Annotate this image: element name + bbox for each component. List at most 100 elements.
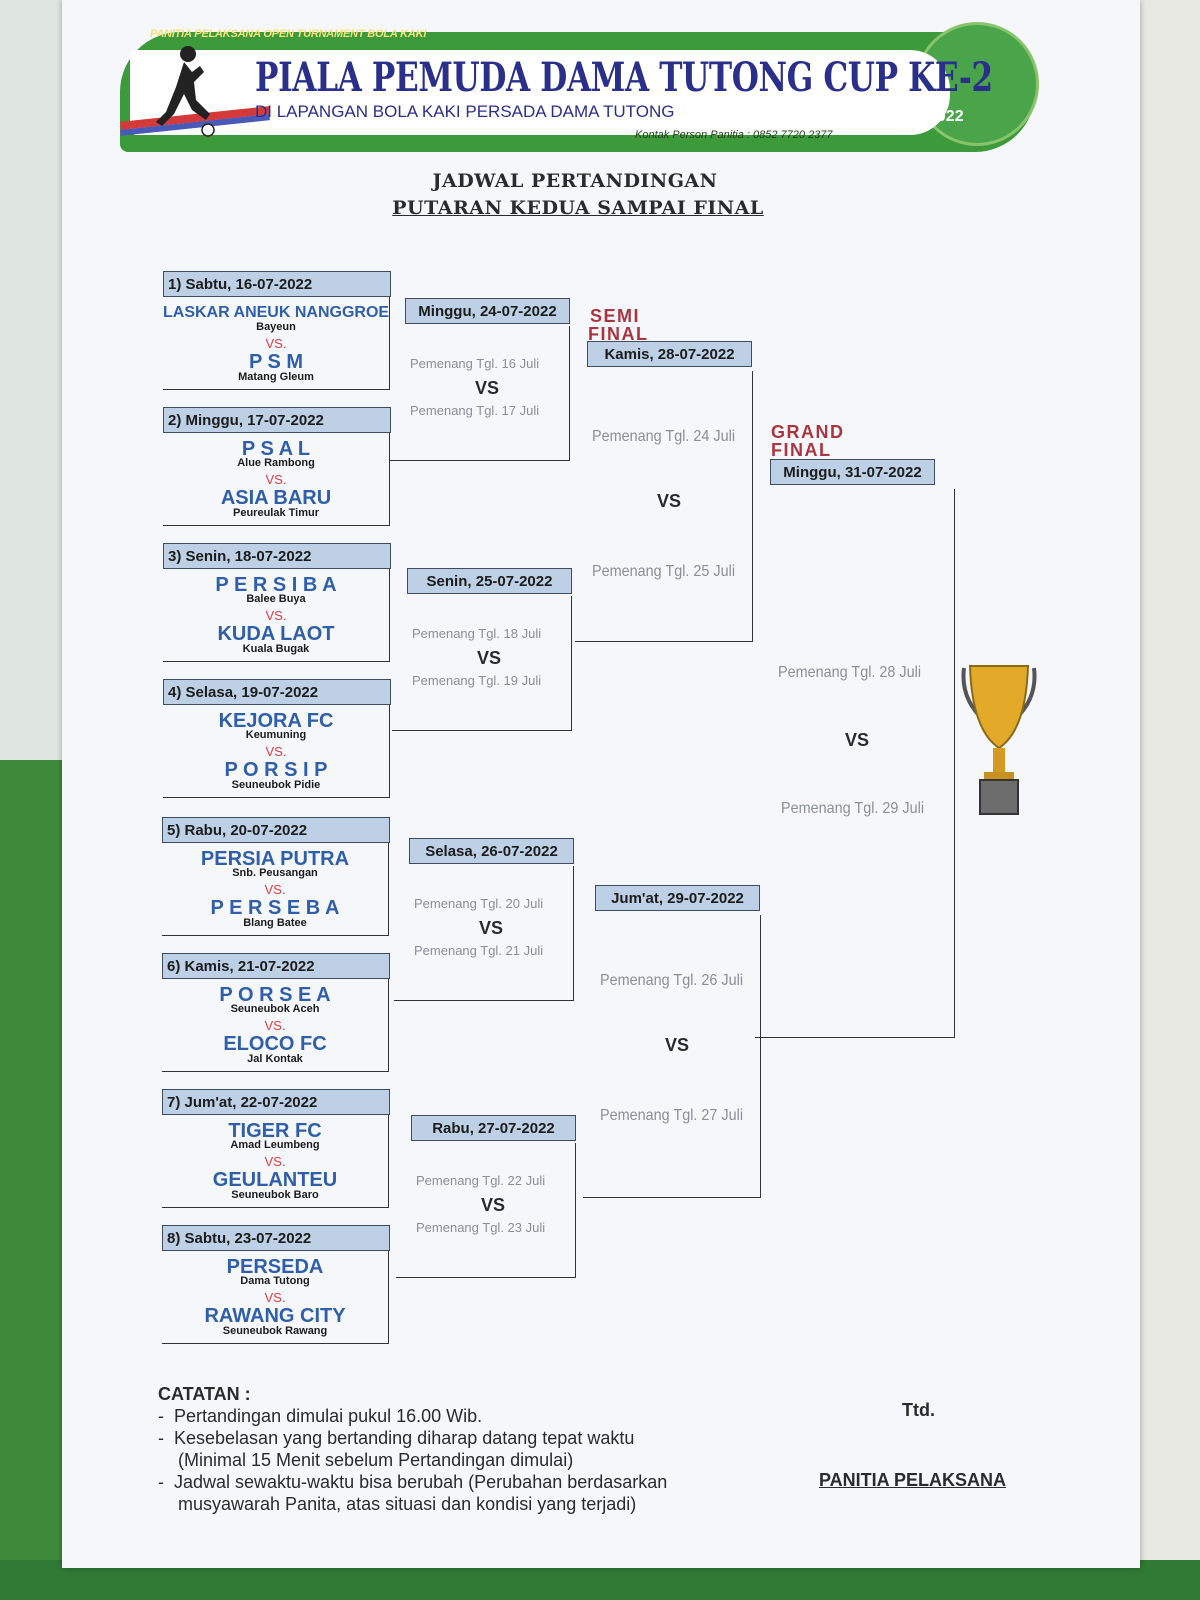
qf-winner-1: Pemenang Tgl. 16 Juli: [410, 356, 540, 371]
team-name: ELOCO FC: [223, 1033, 327, 1055]
vs-label: VS.: [264, 882, 286, 897]
notes-item: - Kesebelasan yang bertanding diharap da…: [158, 1428, 635, 1448]
final-winner-1: Pemenang Tgl. 28 Juli: [778, 664, 922, 681]
team-name: KEJORA FC: [218, 710, 334, 732]
qf-vs: VS: [475, 378, 500, 398]
qf-winner-1: Pemenang Tgl. 18 Juli: [412, 626, 542, 641]
final-date-header: Minggu, 31-07-2022: [770, 459, 935, 485]
vs-label: VS.: [265, 608, 287, 623]
sf-date-header: Jum'at, 29-07-2022: [595, 885, 760, 911]
match-box: [162, 979, 389, 1072]
trophy-icon: [961, 665, 1037, 815]
qf-date-header: Rabu, 27-07-2022: [411, 1115, 576, 1141]
qf-winner-2: Pemenang Tgl. 21 Juli: [414, 943, 544, 958]
banner-title: PIALA PEMUDA DAMA TUTONG CUP KE-2: [255, 54, 993, 101]
qf-bracket-box: [394, 866, 574, 1001]
qf-vs: VS: [477, 648, 502, 668]
team-name: TIGER FC: [228, 1120, 322, 1142]
banner-organizer: PANITIA PELAKSANA OPEN TURNAMENT BOLA KA…: [150, 28, 427, 40]
vs-label: VS.: [265, 744, 287, 759]
team-origin: Snb. Peusangan: [232, 867, 318, 879]
match-box: [162, 1115, 389, 1208]
qf-date-header: Selasa, 26-07-2022: [409, 838, 574, 864]
sf-winner-2: Pemenang Tgl. 25 Juli: [592, 563, 736, 580]
team-origin: Seuneubok Baro: [231, 1189, 319, 1201]
team-origin: Alue Rambong: [237, 457, 315, 469]
match-date-header: 5) Rabu, 20-07-2022: [162, 817, 390, 843]
vs-label: VS.: [265, 472, 287, 487]
qf-vs: VS: [481, 1195, 506, 1215]
sf-vs: VS: [657, 491, 682, 511]
match-box: [163, 569, 390, 662]
qf-winner-2: Pemenang Tgl. 19 Juli: [412, 673, 542, 688]
team-origin: Kuala Bugak: [242, 643, 310, 655]
banner: PANITIA PELAKSANA OPEN TURNAMENT BOLA KA…: [119, 22, 1039, 157]
team-origin: Peureulak Timur: [233, 507, 319, 519]
notes-item: - Jadwal sewaktu-waktu bisa berubah (Per…: [158, 1472, 668, 1492]
team-origin: Bayeun: [256, 321, 296, 333]
team-name: P O R S E A: [219, 984, 331, 1006]
signature-panitia: PANITIA PELAKSANA: [819, 1470, 1007, 1490]
team-name: PERSIA PUTRA: [200, 848, 350, 870]
notes-item: - Pertandingan dimulai pukul 16.00 Wib.: [158, 1406, 483, 1426]
team-origin: Matang Gleum: [238, 371, 314, 383]
team-name: P O R S I P: [224, 759, 328, 781]
heading-line-1: JADWAL PERTANDINGAN: [432, 170, 718, 192]
banner-year: 2022: [928, 108, 964, 125]
match-date-header: 8) Sabtu, 23-07-2022: [162, 1225, 390, 1251]
team-origin: Keumuning: [245, 729, 307, 741]
final-label: GRAND: [771, 422, 845, 442]
sf-winner-1: Pemenang Tgl. 26 Juli: [600, 972, 744, 989]
vs-label: VS.: [264, 1154, 286, 1169]
poster-paper: [62, 0, 1140, 1568]
semi-label: FINAL: [588, 324, 649, 344]
qf-winner-2: Pemenang Tgl. 23 Juli: [416, 1220, 546, 1235]
match-box: [163, 433, 390, 526]
team-name: LASKAR ANEUK NANGGROE: [163, 304, 390, 321]
sf-winner-2: Pemenang Tgl. 27 Juli: [600, 1107, 744, 1124]
semi-label: SEMI: [590, 306, 641, 326]
match-box: [163, 705, 390, 798]
qf-bracket-box: [392, 596, 572, 731]
match-date-header: 3) Senin, 18-07-2022: [163, 543, 391, 569]
match-date-header: 4) Selasa, 19-07-2022: [163, 679, 391, 705]
final-bracket-box: [755, 489, 955, 1038]
banner-contact: Kontak Person Panitia : 0852 7720 2377: [635, 129, 833, 141]
match-date-header: 2) Minggu, 17-07-2022: [163, 407, 391, 433]
qf-winner-1: Pemenang Tgl. 20 Juli: [414, 896, 544, 911]
team-name: PERSEDA: [226, 1256, 324, 1278]
team-name: P S A L: [241, 438, 311, 460]
football-player-icon: [156, 46, 215, 137]
notes-item: (Minimal 15 Menit sebelum Pertandingan d…: [158, 1450, 574, 1470]
sf-bracket-box: [583, 915, 761, 1198]
notes: CATATAN : - Pertandingan dimulai pukul 1…: [158, 1383, 667, 1515]
qf-winner-2: Pemenang Tgl. 17 Juli: [410, 403, 540, 418]
final-vs: VS: [845, 730, 870, 750]
qf-vs: VS: [479, 918, 504, 938]
qf-bracket-box: [396, 1143, 576, 1278]
match-box: [162, 843, 389, 936]
sf-winner-1: Pemenang Tgl. 24 Juli: [592, 428, 736, 445]
team-name: ASIA BARU: [220, 487, 332, 509]
team-name: GEULANTEU: [212, 1169, 338, 1191]
match-date-header: 1) Sabtu, 16-07-2022: [163, 271, 391, 297]
sf-vs: VS: [665, 1035, 690, 1055]
team-name: RAWANG CITY: [204, 1305, 346, 1327]
sf-bracket-box: [575, 371, 753, 642]
team-origin: Amad Leumbeng: [230, 1139, 320, 1151]
team-name: P S M: [248, 351, 304, 373]
team-origin: Jal Kontak: [247, 1053, 303, 1065]
match-date-header: 7) Jum'at, 22-07-2022: [162, 1089, 390, 1115]
sf-date-header: Kamis, 28-07-2022: [587, 341, 752, 367]
banner-white-panel: [130, 50, 950, 135]
final-winner-2: Pemenang Tgl. 29 Juli: [781, 800, 925, 817]
team-origin: Seuneubok Pidie: [231, 779, 321, 791]
team-name: P E R S E B A: [210, 897, 340, 919]
final-label: FINAL: [771, 440, 832, 460]
notes-title: CATATAN :: [158, 1384, 251, 1404]
qf-winner-1: Pemenang Tgl. 22 Juli: [416, 1173, 546, 1188]
heading-line-2: PUTARAN KEDUA SAMPAI FINAL: [392, 197, 764, 219]
vs-label: VS.: [265, 336, 287, 351]
banner-subtitle: DI LAPANGAN BOLA KAKI PERSADA DAMA TUTON…: [255, 102, 675, 121]
vs-label: VS.: [264, 1290, 286, 1305]
